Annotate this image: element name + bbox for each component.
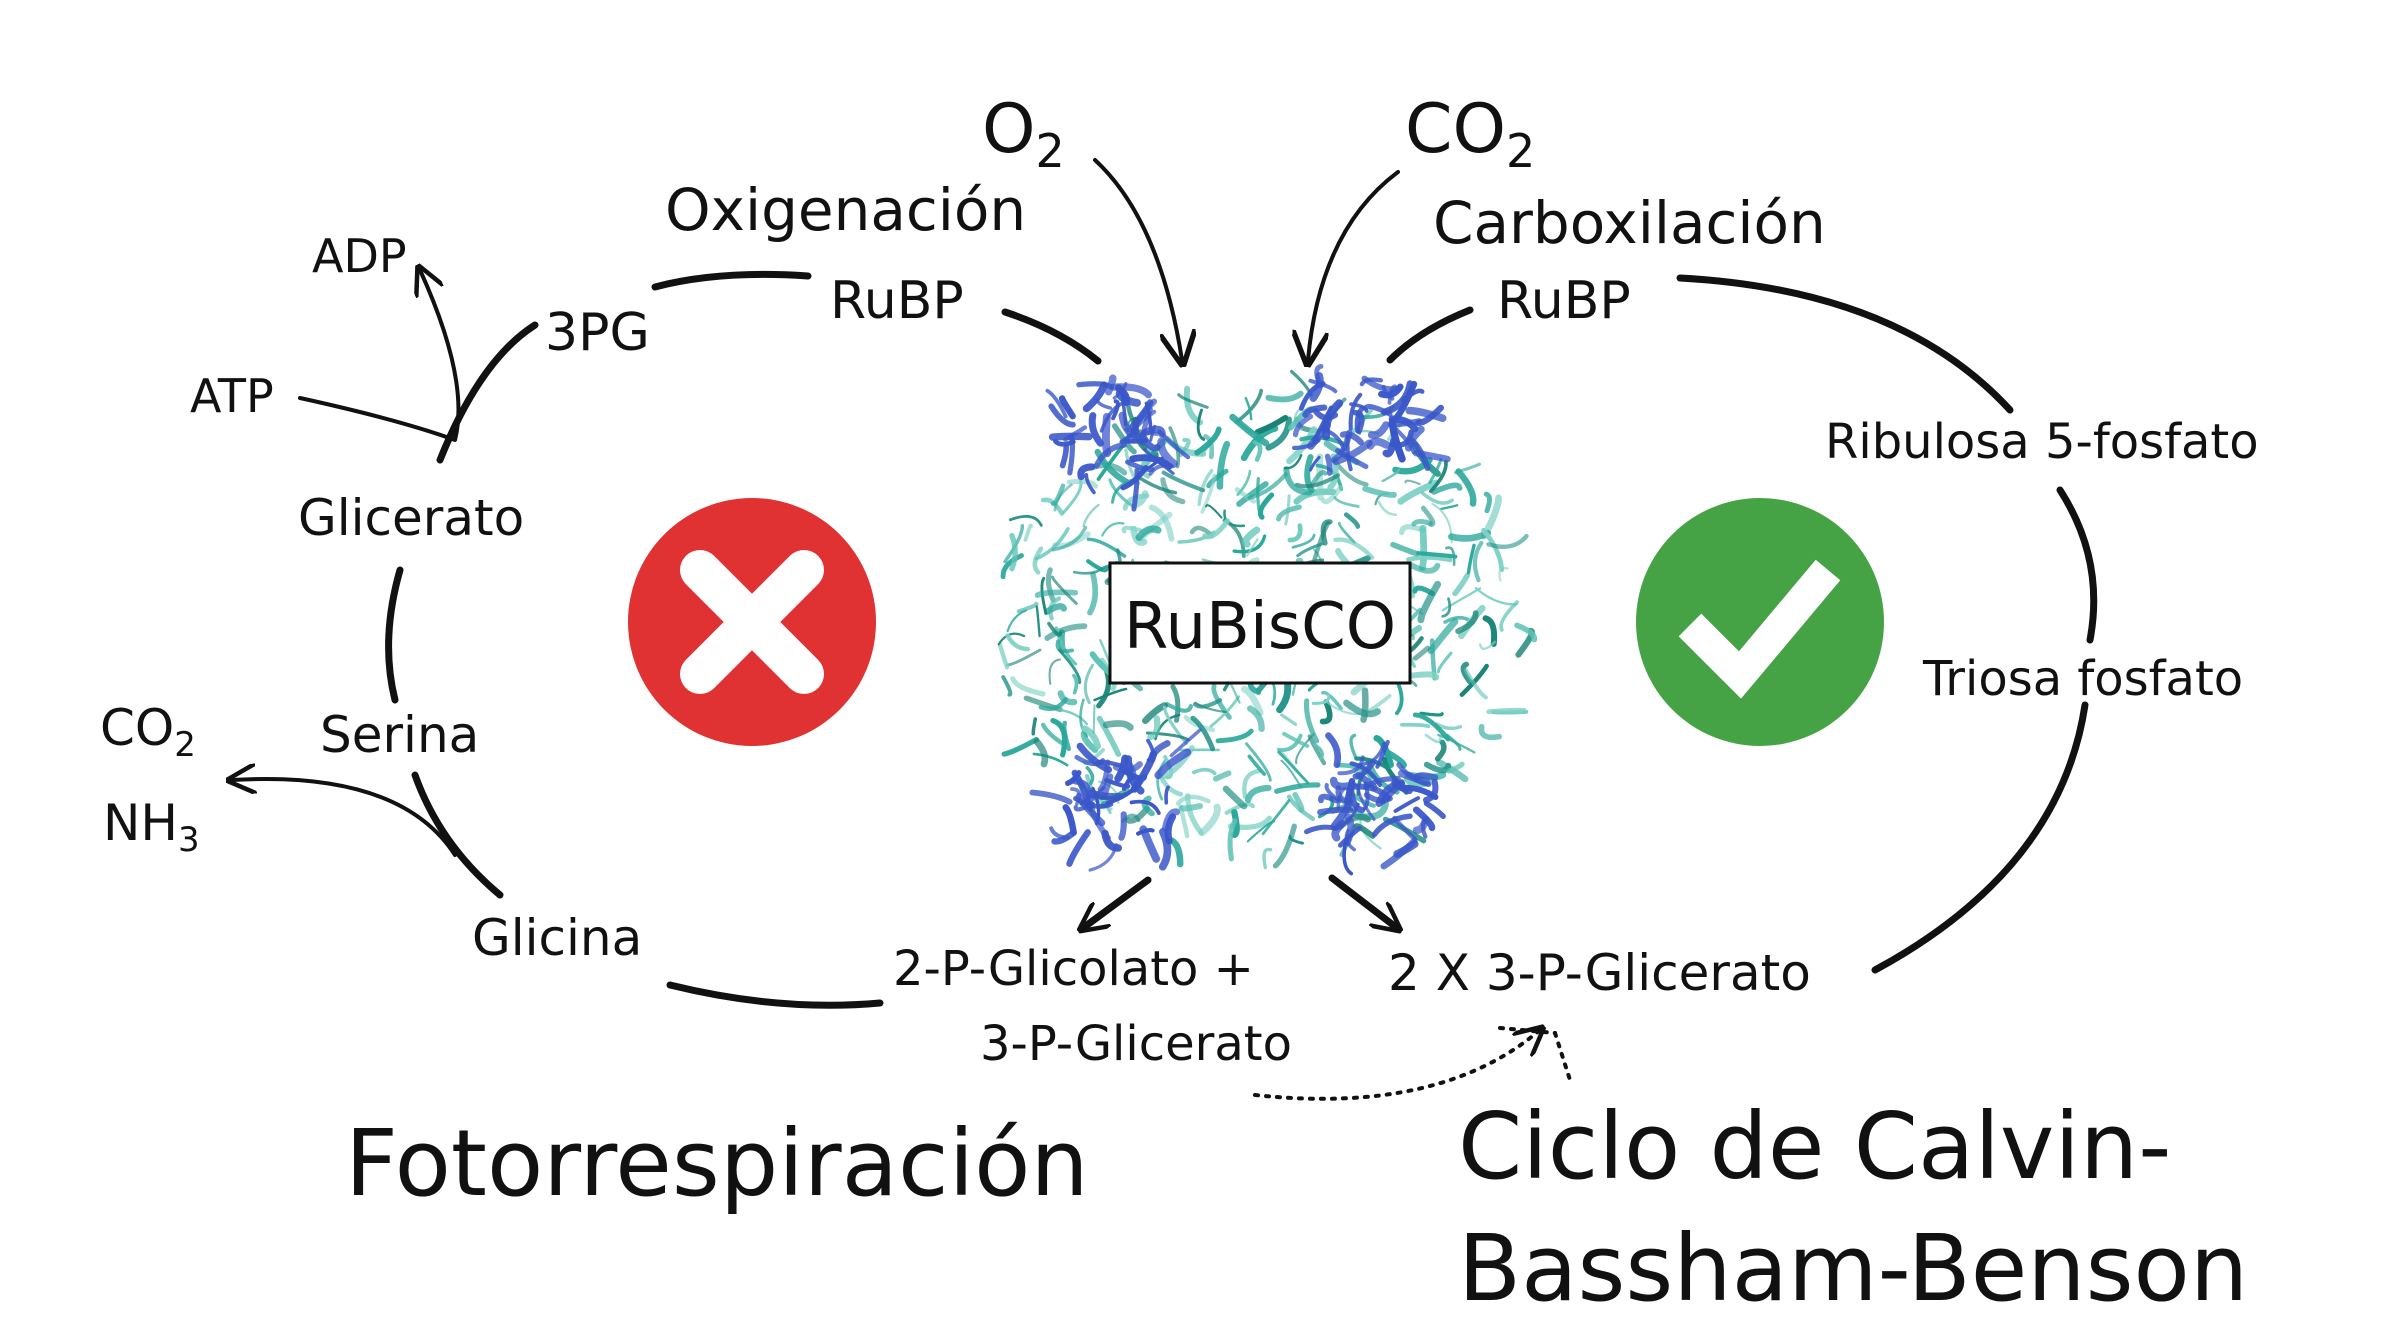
glycolate-product-line1: 2-P-Glicolato + — [893, 941, 1254, 997]
serina-label: Serina — [320, 706, 479, 764]
enzyme-label-box — [1108, 561, 1412, 685]
glycolate-arrow — [1083, 876, 1152, 928]
ribulose-label: Ribulosa 5-fosfato — [1825, 414, 2259, 470]
calvin-title-line1: Ciclo de Calvin- — [1458, 1093, 2171, 1200]
photorespiration-title: Fotorrespiración — [345, 1110, 1089, 1217]
left-rubp-label: RuBP — [830, 271, 964, 331]
glicerato-label: Glicerato — [298, 489, 524, 547]
accept-status — [1636, 498, 1884, 746]
o2-label: O2 — [982, 90, 1065, 178]
co2-gas-label: CO2 — [1405, 90, 1535, 178]
transfer-dotted-arrow — [1253, 1030, 1540, 1101]
adp-label: ADP — [312, 229, 407, 283]
co2-output-label: CO2 — [100, 699, 196, 765]
calvin-cycle — [1386, 274, 2098, 974]
photorespiration-cycle — [232, 270, 1102, 1009]
triose-label: Triosa fosfato — [1922, 651, 2243, 707]
glycolate-product-line2: 3-P-Glicerato — [980, 1016, 1292, 1072]
reject-status — [628, 498, 876, 746]
right-rubp-label: RuBP — [1497, 271, 1631, 331]
3pg-label: 3PG — [545, 303, 650, 363]
atp-label: ATP — [190, 369, 274, 423]
nh3-output-label: NH3 — [103, 794, 200, 860]
check-icon — [1678, 559, 1841, 699]
glicina-label: Glicina — [472, 909, 642, 967]
glycerate-arrow — [1328, 874, 1397, 928]
glycerate-product-label: 2 X 3-P-Glicerato — [1388, 944, 1811, 1002]
co2-arrow — [1308, 170, 1400, 360]
carboxylation-label: Carboxilación — [1433, 189, 1826, 257]
cross-icon — [680, 550, 824, 694]
calvin-title-line2: Bassham-Benson — [1458, 1215, 2248, 1322]
oxygenation-label: Oxigenación — [665, 176, 1026, 244]
o2-arrow — [1093, 158, 1182, 360]
enzyme-name: RuBisCO — [1124, 590, 1396, 664]
